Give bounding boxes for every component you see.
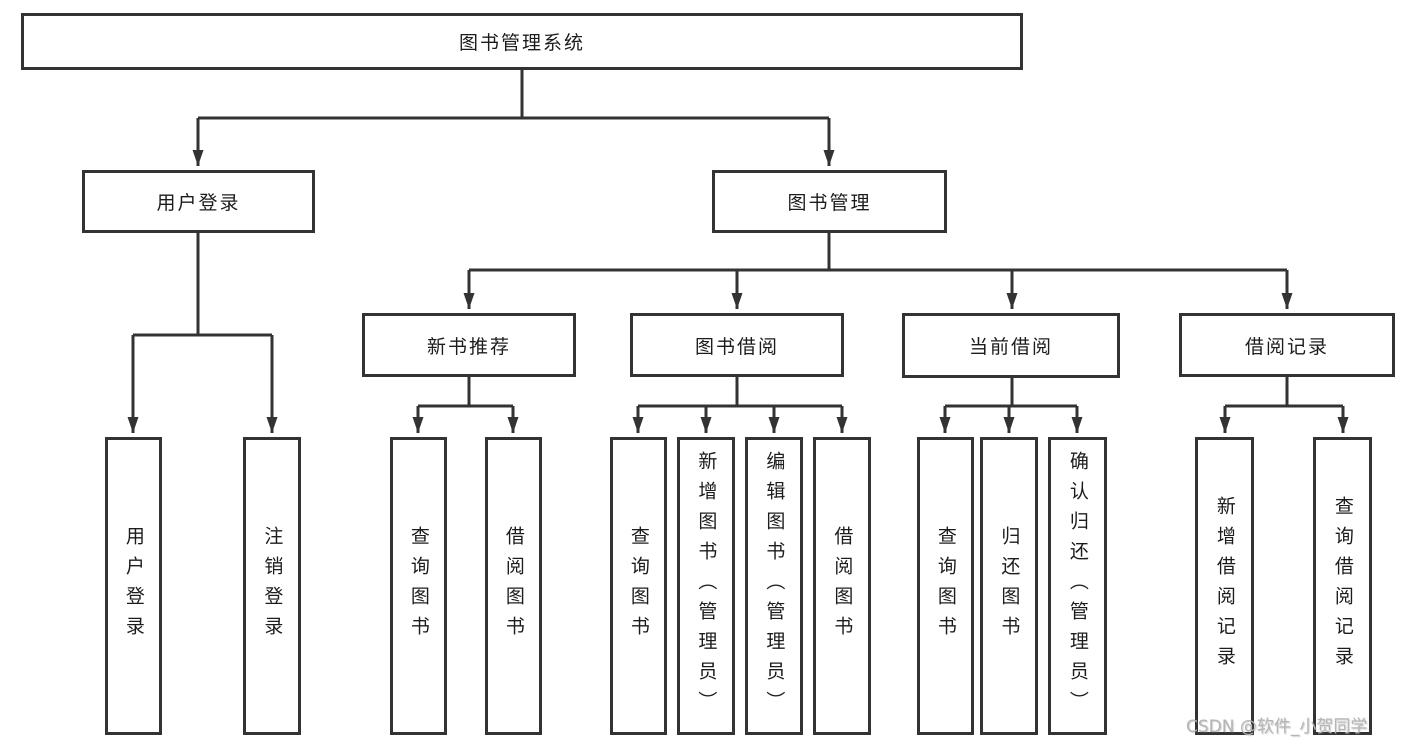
leaf-edit-book-admin: 编辑图书（管理员） (745, 437, 803, 735)
node-root: 图书管理系统 (21, 13, 1023, 70)
leaf-logout-label: 注销登录 (261, 526, 284, 646)
leaf-query-book-rec: 查询图书 (390, 437, 447, 735)
leaf-user-login: 用户登录 (105, 437, 162, 735)
leaf-confirm-return-admin-label: 确认归还（管理员） (1066, 451, 1089, 721)
leaf-add-borrow-record-label: 新增借阅记录 (1213, 496, 1236, 676)
node-borrow-records: 借阅记录 (1179, 313, 1395, 377)
leaf-query-book-current-label: 查询图书 (934, 526, 957, 646)
node-root-label: 图书管理系统 (458, 32, 585, 54)
leaf-return-book: 归还图书 (980, 437, 1038, 735)
leaf-borrow-book-borrow-label: 借阅图书 (831, 526, 854, 646)
leaf-logout: 注销登录 (243, 437, 301, 735)
leaf-query-borrow-record-label: 查询借阅记录 (1331, 496, 1354, 676)
leaf-query-book-rec-label: 查询图书 (407, 526, 430, 646)
node-book-mgmt-label: 图书管理 (787, 192, 872, 214)
node-borrow-records-label: 借阅记录 (1244, 335, 1329, 358)
leaf-borrow-book-rec-label: 借阅图书 (502, 526, 525, 646)
node-user-login: 用户登录 (82, 170, 315, 233)
node-book-borrow-label: 图书借阅 (694, 335, 779, 358)
leaf-borrow-book-borrow: 借阅图书 (813, 437, 871, 735)
leaf-query-book-borrow: 查询图书 (610, 437, 667, 735)
node-new-book-rec: 新书推荐 (362, 313, 576, 377)
leaf-borrow-book-rec: 借阅图书 (485, 437, 542, 735)
node-book-borrow: 图书借阅 (630, 313, 844, 377)
leaf-query-borrow-record: 查询借阅记录 (1313, 437, 1372, 735)
leaf-user-login-label: 用户登录 (122, 526, 145, 646)
node-current-borrow: 当前借阅 (902, 313, 1120, 378)
leaf-query-book-borrow-label: 查询图书 (627, 526, 650, 646)
node-current-borrow-label: 当前借阅 (968, 336, 1053, 358)
leaf-add-book-admin: 新增图书（管理员） (677, 437, 735, 735)
leaf-add-book-admin-label: 新增图书（管理员） (695, 451, 718, 721)
node-new-book-rec-label: 新书推荐 (426, 335, 511, 358)
csdn-watermark: CSDN @软件_小贺同学 (1186, 717, 1368, 737)
leaf-add-borrow-record: 新增借阅记录 (1195, 437, 1254, 735)
leaf-confirm-return-admin: 确认归还（管理员） (1048, 437, 1107, 735)
leaf-query-book-current: 查询图书 (917, 437, 974, 735)
leaf-return-book-label: 归还图书 (998, 526, 1021, 646)
node-user-login-label: 用户登录 (156, 192, 241, 214)
leaf-edit-book-admin-label: 编辑图书（管理员） (763, 451, 786, 721)
node-book-mgmt: 图书管理 (712, 170, 947, 233)
